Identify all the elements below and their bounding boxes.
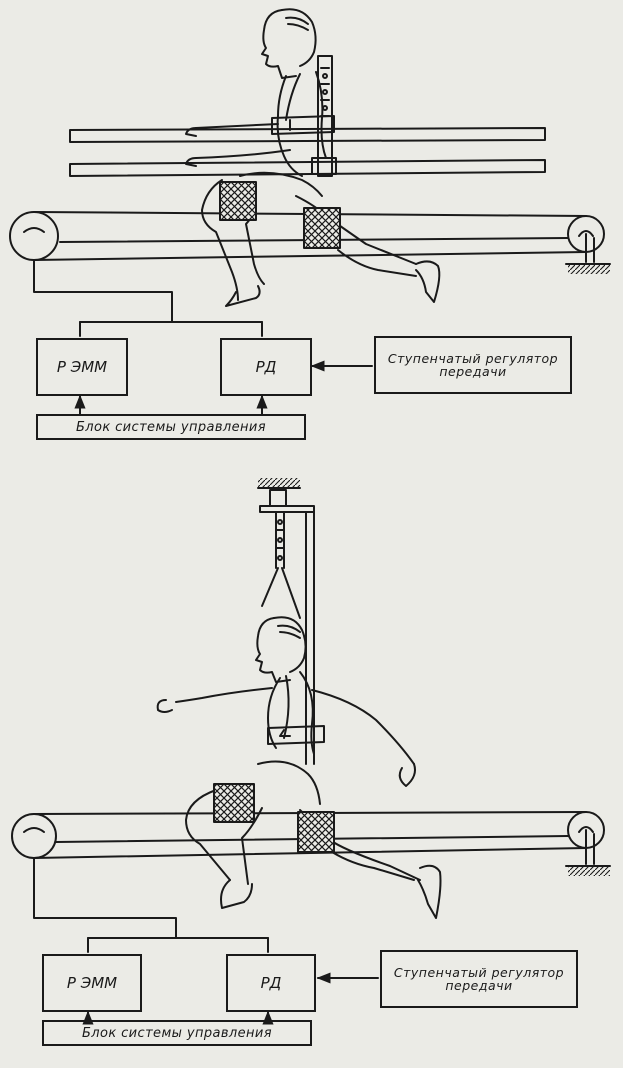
runner-figure-top [185,8,441,307]
regulator-label-top: Ступенчатый регулятор передачи [387,350,559,379]
bottom-panel-drawing [11,478,611,1025]
runner-figure-bottom [156,616,442,919]
control-wiring-bottom [33,857,379,1025]
roller-stand [565,233,611,274]
control-unit-label-top: Блок системы управления [75,419,267,435]
remm-label-top: Р ЭММ [56,357,108,376]
rd-label-bottom: РД [260,973,282,992]
top-panel-drawing [9,8,611,415]
control-unit-box-bottom: Блок системы управления [42,1020,312,1046]
remm-box-top: Р ЭММ [36,338,128,396]
ceiling-mount [257,478,315,765]
regulator-box-top: Ступенчатый регулятор передачи [374,336,572,394]
rd-box-bottom: РД [226,954,316,1012]
rd-box-top: РД [220,338,312,396]
remm-box-bottom: Р ЭММ [42,954,142,1012]
regulator-label-bottom: Ступенчатый регулятор передачи [393,964,565,993]
rd-label-top: РД [255,357,277,376]
remm-label-bottom: Р ЭММ [66,973,118,992]
control-unit-box-top: Блок системы управления [36,414,306,440]
control-wiring-top [33,259,373,415]
suspension-straps [261,567,301,619]
regulator-box-bottom: Ступенчатый регулятор передачи [380,950,578,1008]
handrail-bars [69,127,546,177]
roller-stand-bottom [565,829,611,876]
control-unit-label-bottom: Блок системы управления [81,1025,273,1041]
